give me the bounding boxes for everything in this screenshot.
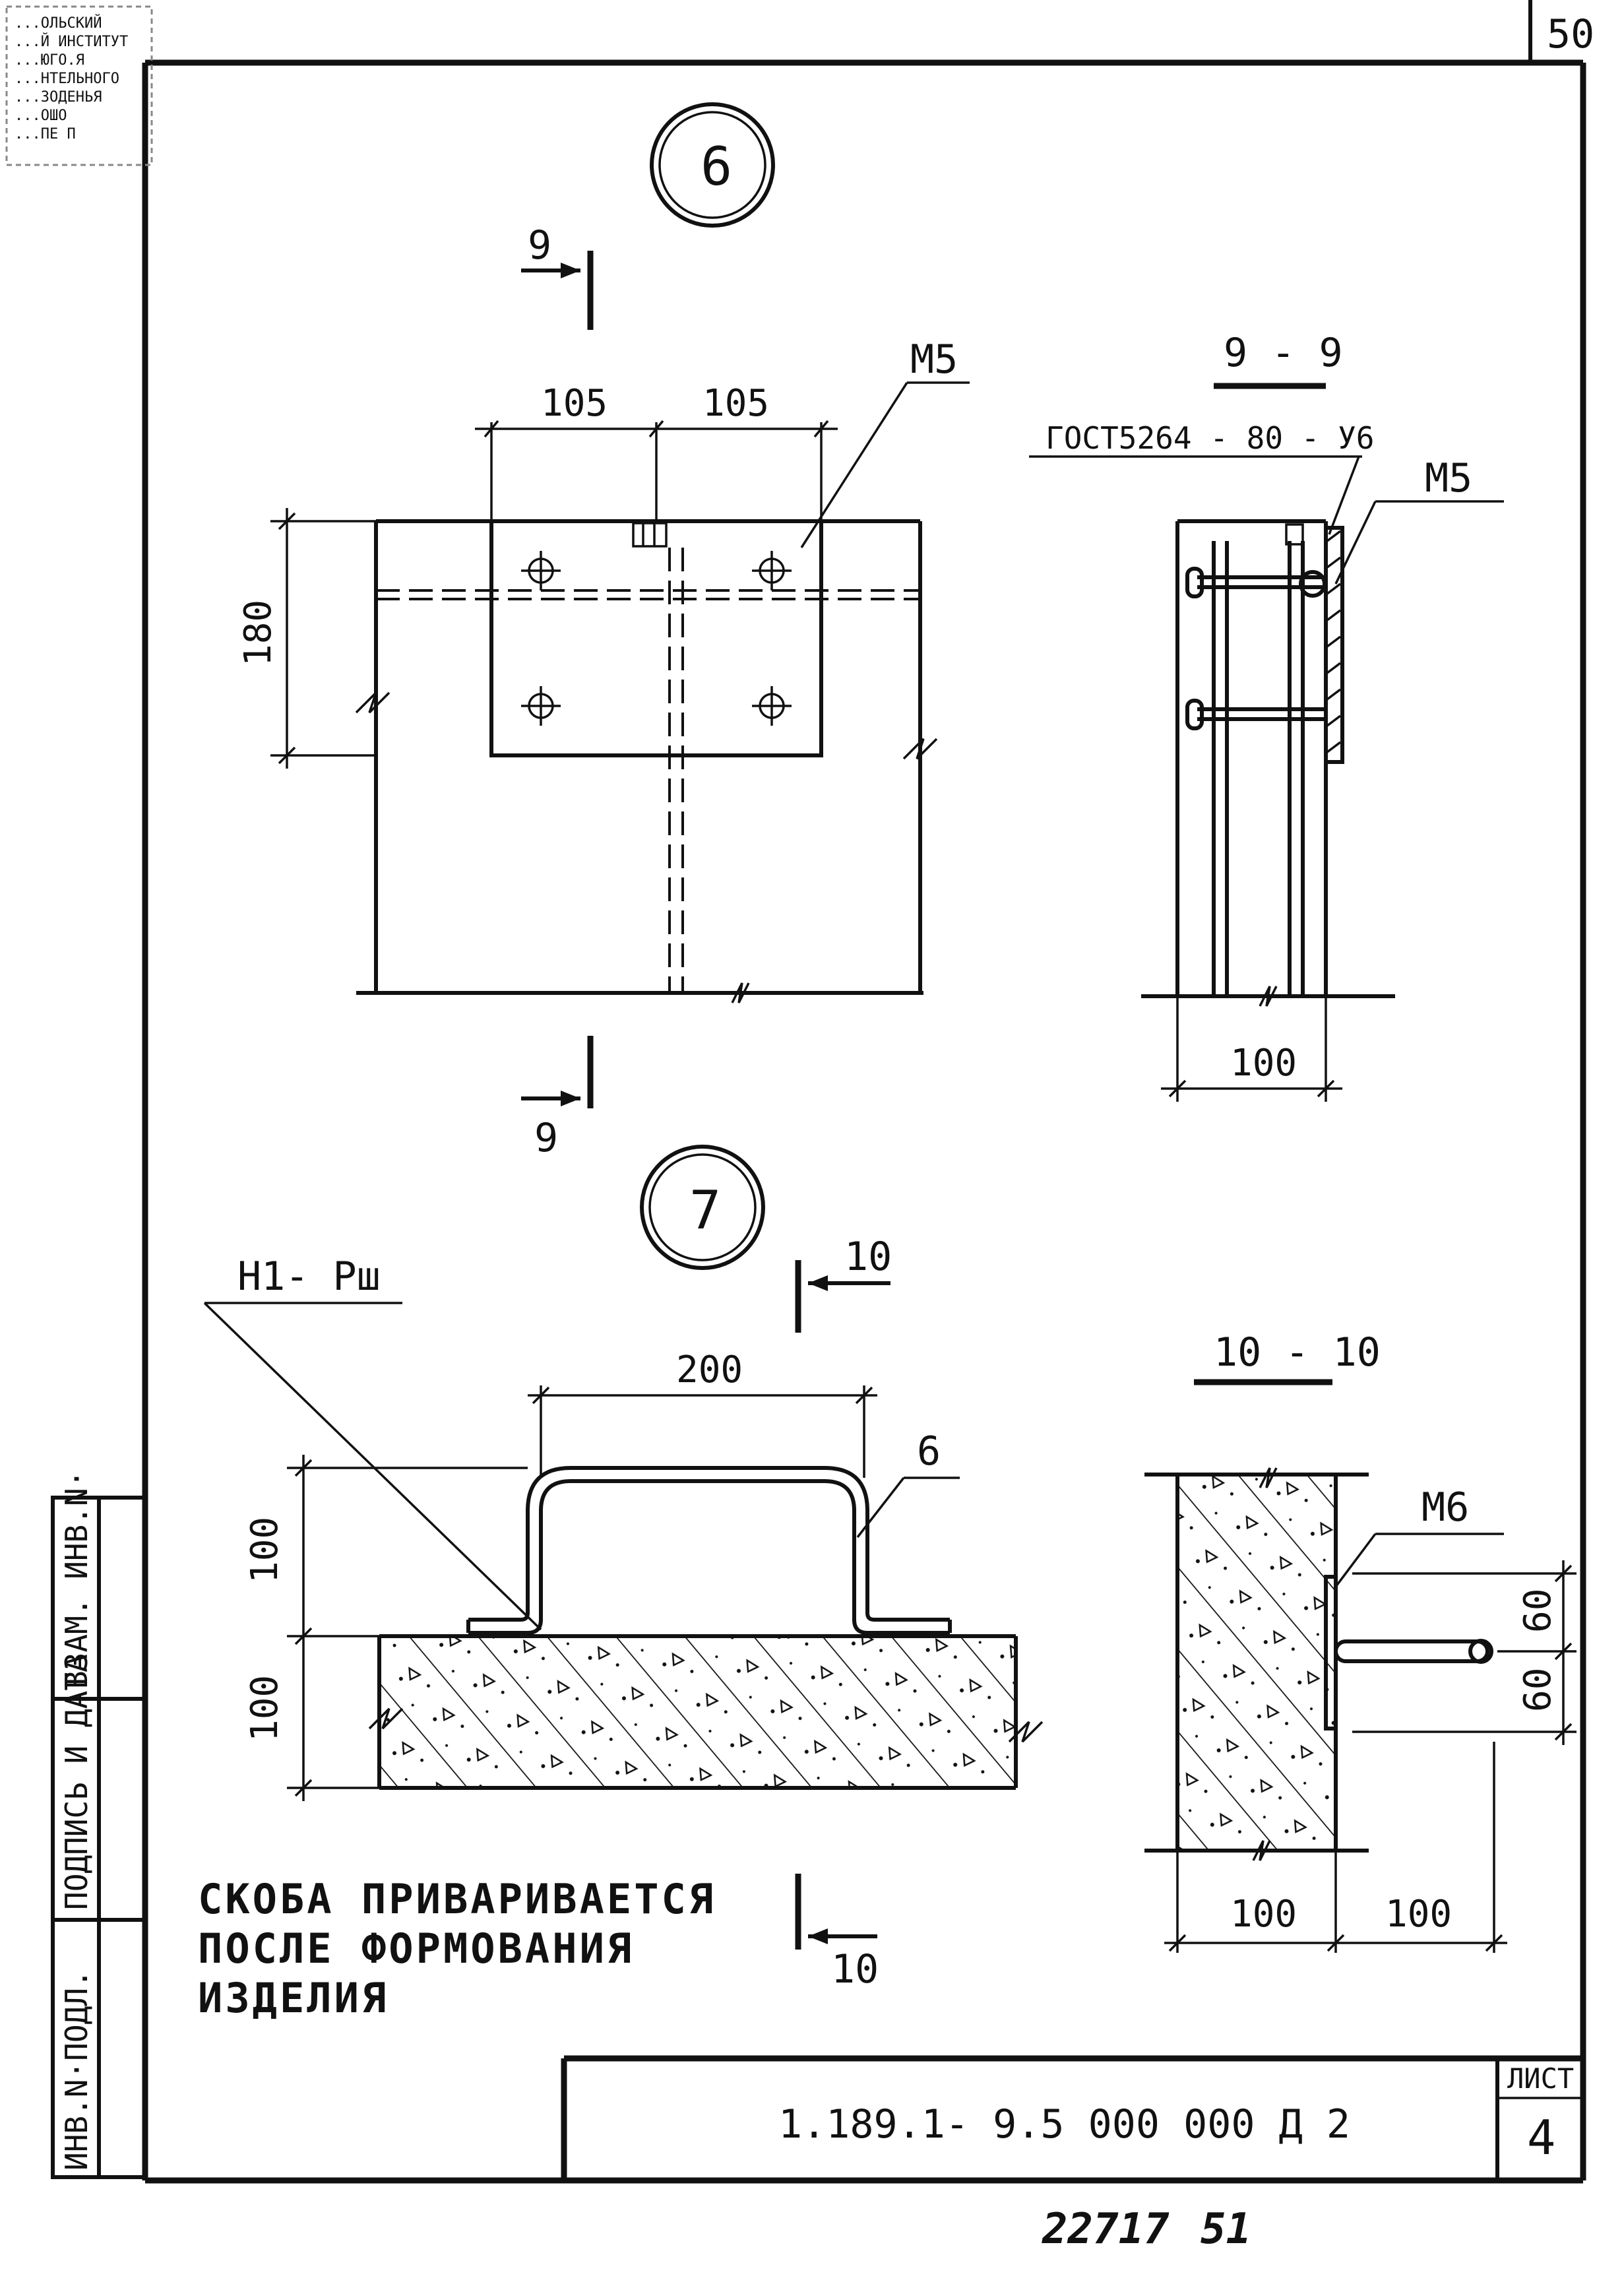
side-stamp-cell: ИНВ.N·ПОДЛ. <box>59 1969 94 2171</box>
stamp-line: ...ЮГО.Я <box>15 52 84 69</box>
sheet-label: ЛИСТ <box>1507 2062 1574 2095</box>
side-stamp: ИНВ.N·ПОДЛ. ПОДПИСЬ И ДАТА ВЗАМ. ИНВ.N· <box>51 1470 147 2179</box>
dim-180: 180 <box>237 600 280 666</box>
node-6-number: 6 <box>701 136 732 197</box>
drawing-designation: 1.189.1- 9.5 000 000 Д 2 <box>778 2101 1350 2147</box>
dim-200: 200 <box>676 1349 743 1391</box>
dim-100-left: 100 <box>1230 1893 1297 1936</box>
order-number: 22717 <box>1042 2205 1170 2254</box>
stamp-line: ...ОШО <box>15 108 67 124</box>
cut-mark-9-top: 9 <box>528 222 551 269</box>
gost-label: ГОСТ5264 - 80 - У6 <box>1046 420 1375 456</box>
note-line: СКОБА ПРИВАРИВАЕТСЯ <box>198 1875 716 1923</box>
dim-60-top: 60 <box>1516 1589 1559 1633</box>
dim-60-bottom: 60 <box>1516 1668 1559 1712</box>
page-number: 50 <box>1547 11 1594 57</box>
part-label-m6: М6 <box>1421 1484 1469 1531</box>
section-9-9: 9 - 9 ГОСТ5264 - 80 - У6 М5 100 <box>1029 330 1504 1102</box>
section-9-9-title: 9 - 9 <box>1224 330 1343 376</box>
note-line: ИЗДЕЛИЯ <box>198 1974 389 2022</box>
part-label-m5: М5 <box>910 336 958 383</box>
cut-mark-9-bottom: 9 <box>534 1115 558 1161</box>
stamp-line: ...ОЛЬСКИЙ <box>15 15 102 32</box>
node-6-view: 6 9 9 <box>237 102 970 1161</box>
bolt-hole <box>521 551 561 590</box>
dim-100-section-9: 100 <box>1230 1042 1297 1085</box>
side-stamp-cell: ПОДПИСЬ И ДАТА <box>59 1654 94 1910</box>
stamp-line: ...НТЕЛЬНОГО <box>15 71 119 87</box>
page-frame <box>142 0 1586 2184</box>
note-line: ПОСЛЕ ФОРМОВАНИЯ <box>198 1924 634 1973</box>
dim-100-bottom: 100 <box>243 1675 286 1742</box>
cut-mark-10-top: 10 <box>844 1234 892 1280</box>
side-stamp-cell: ВЗАМ. ИНВ.N· <box>59 1470 94 1689</box>
stamp-line: ...ПЕ П <box>15 126 76 143</box>
section-10-10: 10 - 10 М6 60 60 100 100 <box>1144 1329 1577 1953</box>
sheet-number: 4 <box>1527 2110 1555 2165</box>
dim-100-right: 100 <box>1385 1893 1452 1936</box>
dim-100-top: 100 <box>243 1517 286 1583</box>
institute-stamp: ...ОЛЬСКИЙ ...Й ИНСТИТУТ ...ЮГО.Я ...НТЕ… <box>5 5 153 166</box>
dim-105-right: 105 <box>703 382 769 425</box>
bolt-hole <box>752 686 792 726</box>
bottom-page-number: 51 <box>1201 2205 1251 2254</box>
title-block <box>561 2055 1583 2180</box>
dim-105-left: 105 <box>541 382 608 425</box>
stamp-line: ...ЗОДЕНЬЯ <box>15 89 102 106</box>
part-label-6: 6 <box>917 1428 941 1475</box>
node-7-view: 7 10 10 Н1- Рш 200 <box>198 1145 1044 2022</box>
stamp-line: ...Й ИНСТИТУТ <box>15 33 128 50</box>
cut-mark-10-bottom: 10 <box>831 1946 879 1992</box>
part-label-m5-section: М5 <box>1425 455 1472 501</box>
weld-label: Н1- Рш <box>237 1254 381 1300</box>
node-7-number: 7 <box>689 1180 721 1241</box>
section-10-10-title: 10 - 10 <box>1214 1329 1381 1376</box>
bolt-hole <box>752 551 792 590</box>
bolt-hole <box>521 686 561 726</box>
